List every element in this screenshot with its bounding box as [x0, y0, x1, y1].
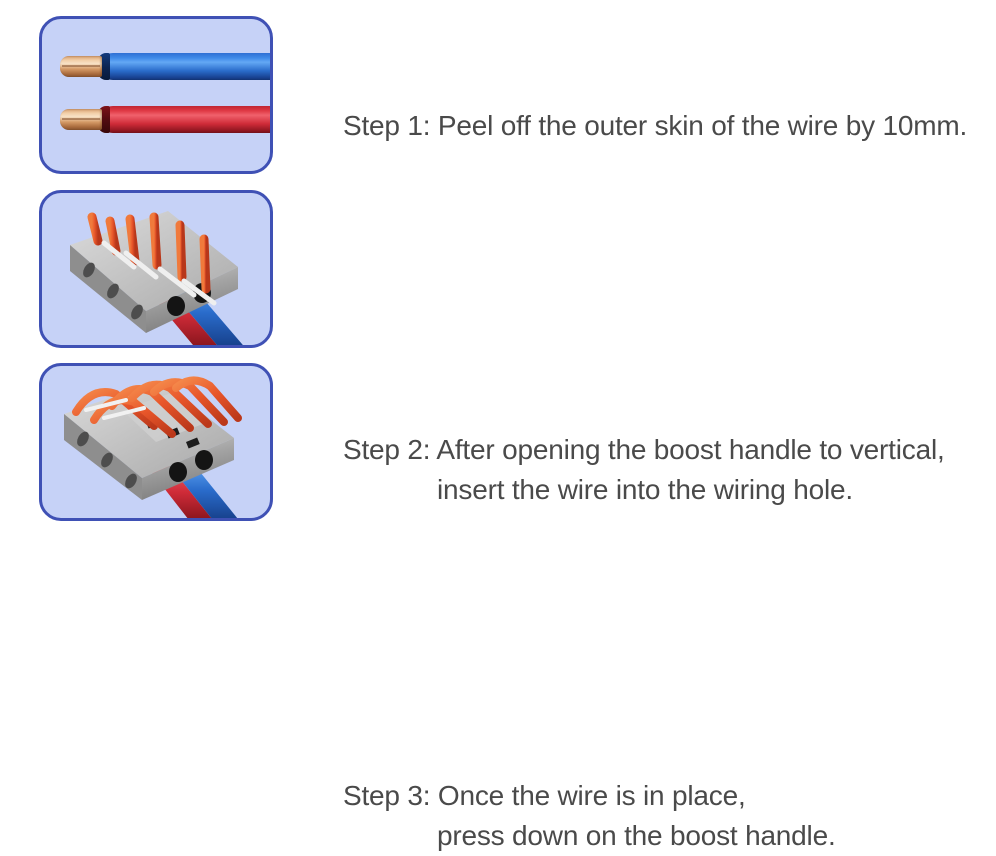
step-2-text: Step 2: After opening the boost handle t… [343, 430, 983, 510]
blue-wire-copper-conductor [60, 56, 102, 77]
step-3-line-1: Step 3: Once the wire is in place, [343, 780, 746, 811]
lever-guides [84, 398, 146, 420]
step-3-line-2: press down on the boost handle. [437, 820, 836, 851]
copper-seam [62, 118, 100, 120]
connector-levers-closed-icon [64, 376, 242, 518]
boost-handles-closed [72, 376, 242, 438]
boost-handles-open [87, 212, 211, 294]
instruction-sheet: Step 1: Peel off the outer skin of the w… [0, 16, 996, 851]
step-2-line-1: Step 2: After opening the boost handle t… [343, 434, 945, 465]
red-wire-icon [98, 106, 270, 133]
step-1-illustration-panel [39, 16, 273, 174]
step-2-line-2: insert the wire into the wiring hole. [437, 474, 853, 505]
step-2-illustration [42, 193, 270, 345]
copper-seam [62, 65, 100, 67]
step-2-illustration-panel [39, 190, 273, 348]
step-row-2: Step 2: After opening the boost handle t… [0, 190, 996, 505]
step-3-text: Step 3: Once the wire is in place, press… [343, 776, 983, 856]
step-3-illustration [42, 366, 270, 518]
step-1-illustration [42, 19, 270, 171]
step-3-illustration-panel [39, 363, 273, 521]
lever-guides [101, 240, 217, 306]
connector-levers-open-icon [70, 211, 243, 345]
step-row-1: Step 1: Peel off the outer skin of the w… [0, 16, 996, 184]
step-row-3: Step 3: Once the wire is in place, press… [0, 363, 996, 851]
step-1-line-1: Step 1: Peel off the outer skin of the w… [343, 110, 968, 141]
red-wire-copper-conductor [60, 109, 102, 130]
step-1-text: Step 1: Peel off the outer skin of the w… [343, 106, 983, 146]
wiring-holes [169, 450, 213, 482]
blue-wire-icon [98, 53, 270, 80]
